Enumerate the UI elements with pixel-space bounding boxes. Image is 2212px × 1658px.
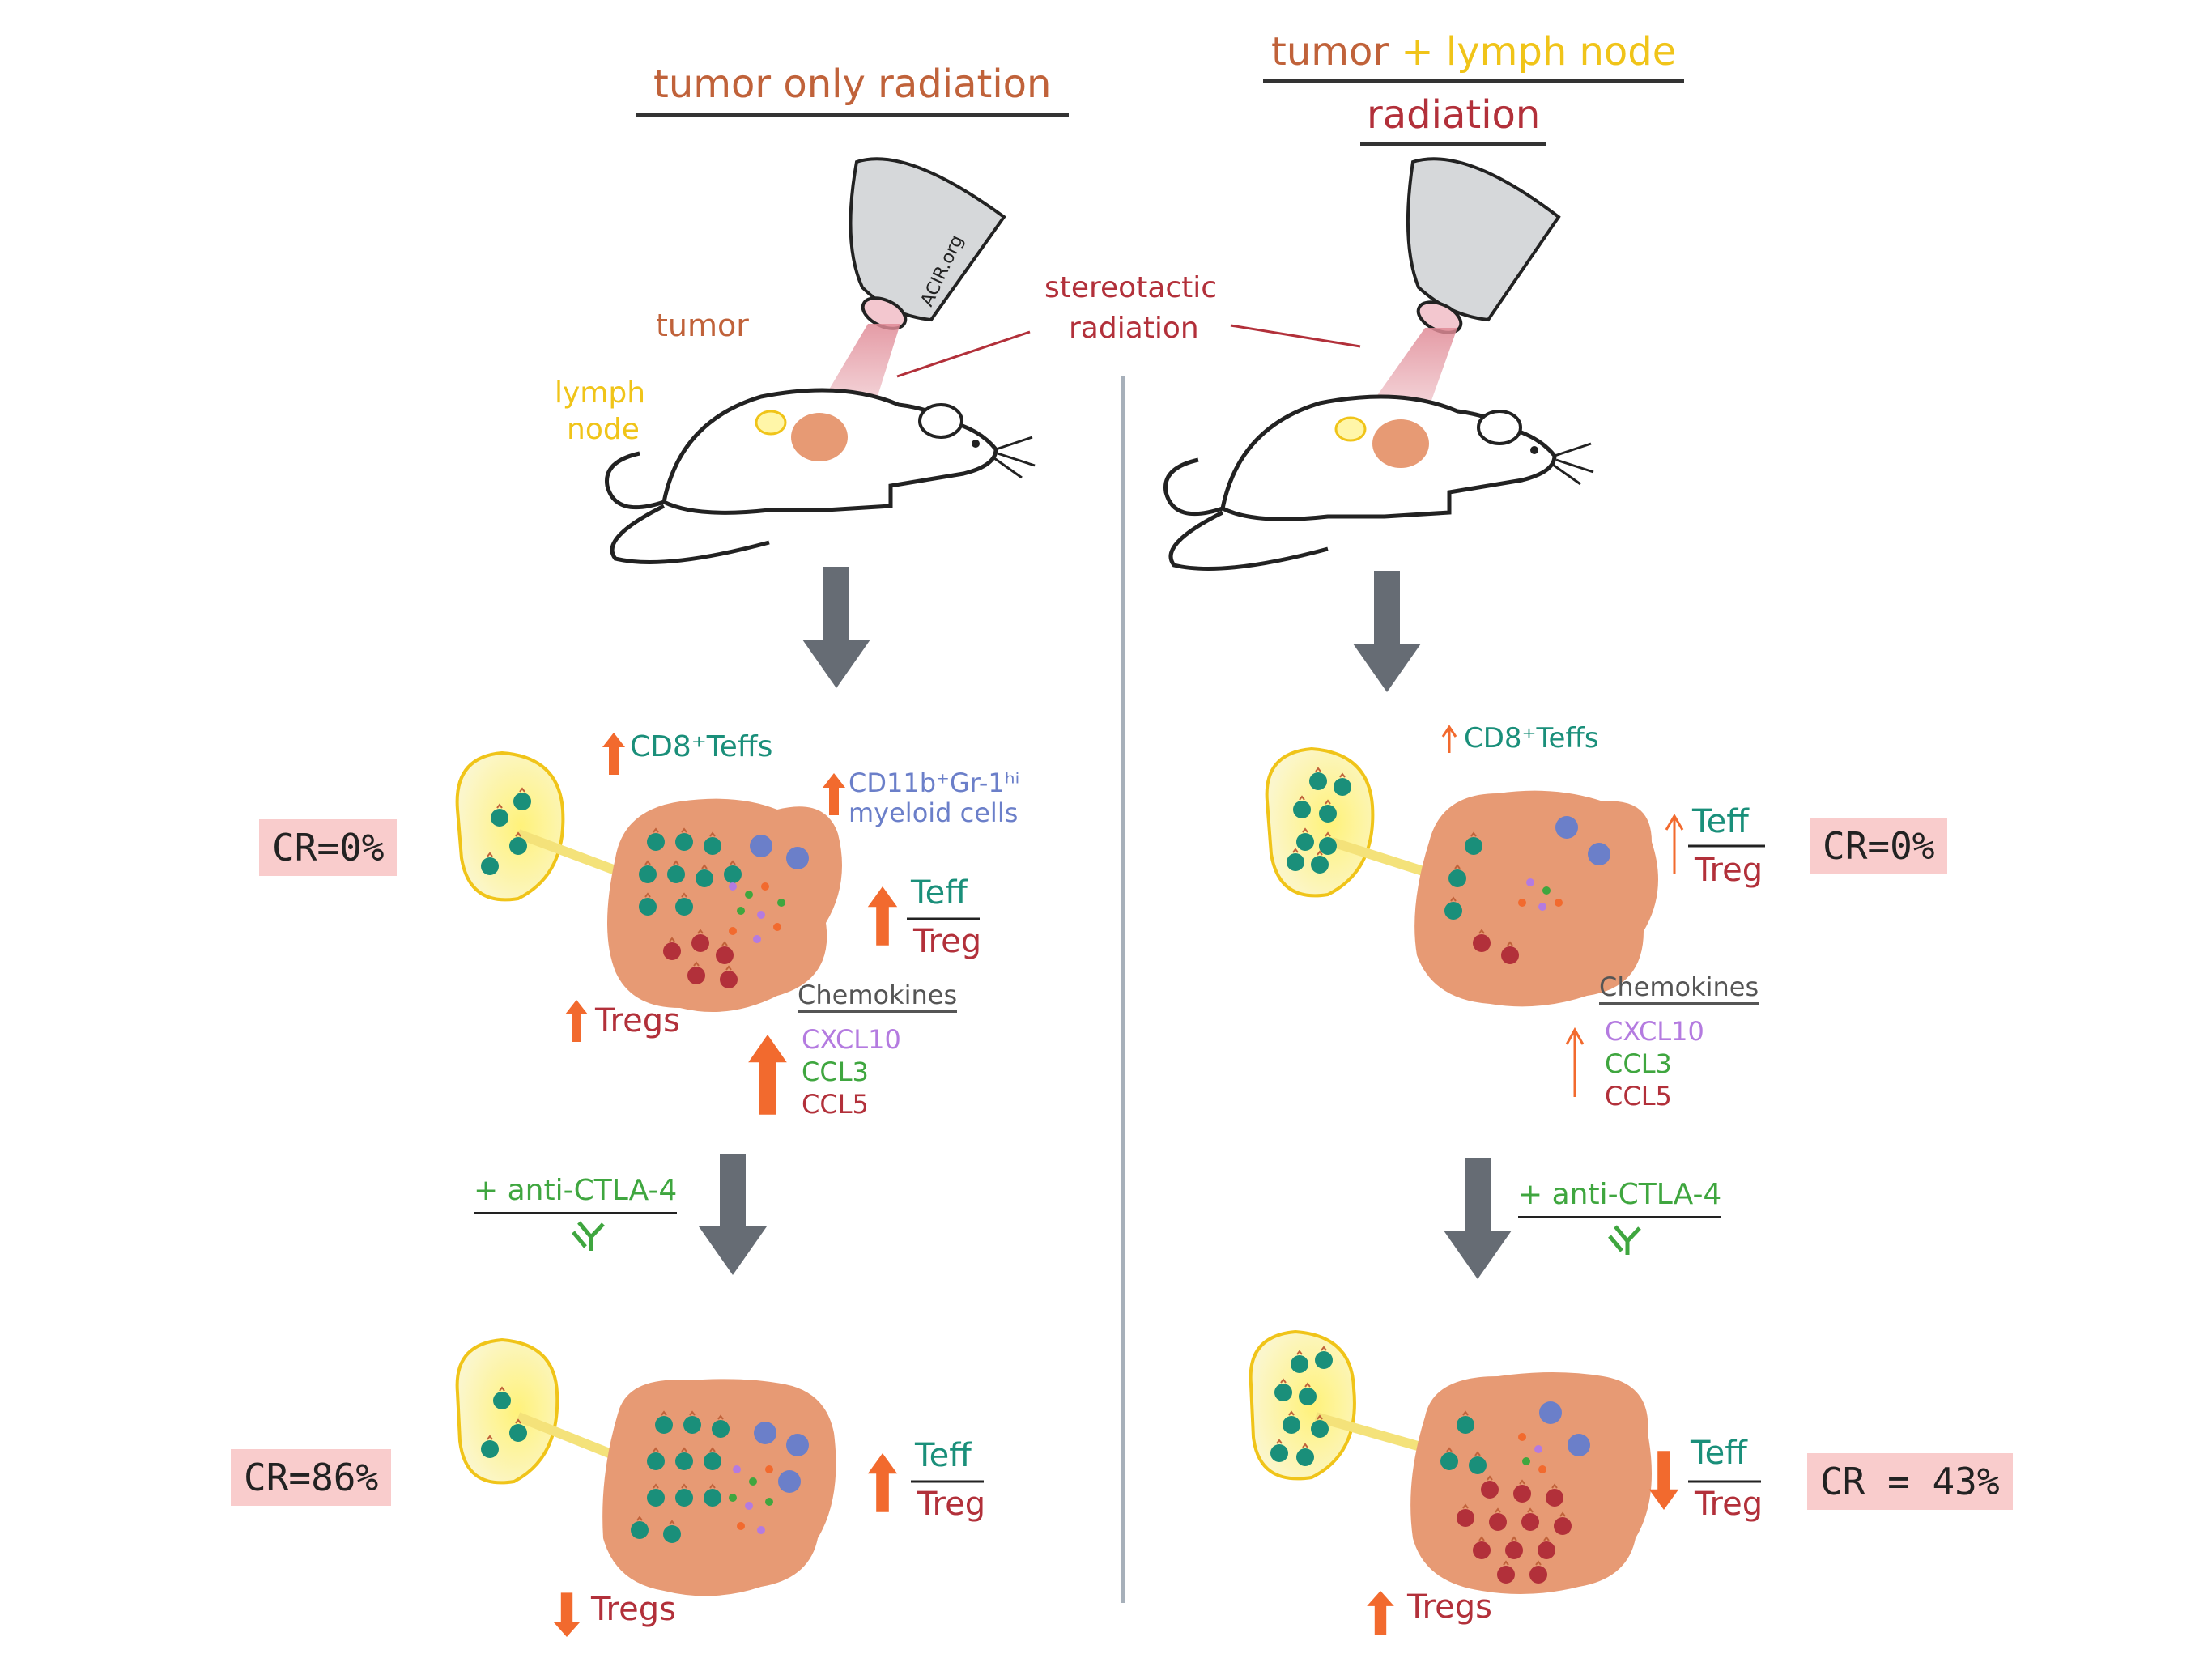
arrow-up-chemokines-left <box>748 1035 787 1115</box>
stereotactic-label-line1: stereotactic <box>1044 271 1218 304</box>
lymph-node-right-mid <box>1265 746 1435 898</box>
cr-badge-left-top: CR=0% <box>259 819 398 876</box>
antibody-icon-right <box>1608 1225 1641 1255</box>
stereotactic-label-line2: radiation <box>1069 312 1199 345</box>
mouse-right <box>1163 394 1594 571</box>
lymph-node-left-mid <box>455 750 618 902</box>
cr-badge-right-top: CR=0% <box>1810 818 1948 874</box>
arrow-up-tregs-right-bottom <box>1367 1591 1394 1635</box>
title-right-tumor: tumor <box>1271 29 1389 74</box>
myeloid-label-line2: myeloid cells <box>849 797 1019 828</box>
title-right-radiation: radiation <box>1367 92 1541 138</box>
arrow-up-tregs-left <box>565 1000 588 1042</box>
teff-right-mid: Teff <box>1692 803 1749 840</box>
title-right-line2: radiation <box>1360 96 1547 146</box>
tumor-left-bottom <box>602 1379 836 1596</box>
teff-right-bottom: Teff <box>1691 1435 1747 1472</box>
treg-left-mid: Treg <box>913 923 982 960</box>
chemokine-ccl3-right: CCL3 <box>1605 1048 1672 1079</box>
arrow-up-ratio-left <box>867 886 898 946</box>
myeloid-label-line1: CD11b⁺Gr-1ʰⁱ <box>849 767 1020 798</box>
chemokines-title-right: Chemokines <box>1599 971 1759 1005</box>
flow-arrow-left-1 <box>802 567 870 688</box>
chemokines-title-left: Chemokines <box>798 980 958 1013</box>
teff-left-mid: Teff <box>911 874 968 912</box>
treg-left-bottom: Treg <box>917 1486 986 1523</box>
chemokine-ccl3-left: CCL3 <box>802 1056 869 1087</box>
title-right: tumor + lymph node <box>1263 29 1685 83</box>
teff-left-bottom: Teff <box>915 1437 972 1474</box>
pointer-line-right <box>1230 324 1361 348</box>
mouse-left <box>605 388 1036 564</box>
cd8-teffs-left: CD8⁺Teffs <box>630 730 773 763</box>
tregs-left-mid: Tregs <box>595 1002 680 1039</box>
title-right-lymph-node: lymph node <box>1445 29 1677 74</box>
anti-ctla4-right: + anti-CTLA-4 <box>1518 1178 1722 1218</box>
lymph-node-right-bottom <box>1249 1329 1431 1481</box>
arrow-up-myeloid-left <box>823 773 845 815</box>
title-left: tumor only radiation <box>636 62 1070 117</box>
cells-right-bottom <box>1440 1401 1590 1584</box>
flow-arrow-left-2 <box>699 1154 767 1275</box>
cd8-teffs-right: CD8⁺Teffs <box>1464 722 1599 755</box>
radiation-device-right <box>1406 157 1561 334</box>
flow-arrow-right-2 <box>1444 1158 1512 1279</box>
lymph-node-label-line1: lymph <box>555 376 646 410</box>
pointer-line-left <box>896 330 1031 378</box>
radiation-device-left: ACIR.org <box>849 157 1006 330</box>
tumor-label: tumor <box>656 308 749 343</box>
lymph-node-label-line2: node <box>567 413 640 446</box>
antibody-icon-left <box>572 1221 605 1251</box>
arrow-down-ratio-right-bottom <box>1648 1451 1679 1510</box>
title-left-text: tumor only radiation <box>653 62 1052 107</box>
cr-badge-right-bottom: CR = 43% <box>1807 1453 2013 1510</box>
flow-arrow-right-1 <box>1353 571 1421 692</box>
tumor-right-bottom <box>1410 1372 1652 1594</box>
cells-left-bottom <box>630 1411 809 1544</box>
cells-right-mid <box>1444 816 1610 965</box>
title-right-plus: + <box>1401 29 1434 74</box>
treg-right-bottom: Treg <box>1695 1486 1763 1523</box>
arrow-up-cd8-left <box>602 733 625 775</box>
anti-ctla4-left: + anti-CTLA-4 <box>474 1174 678 1214</box>
tregs-right-bottom: Tregs <box>1407 1588 1492 1626</box>
tregs-left-bottom: Tregs <box>591 1591 676 1628</box>
chemokine-cxcl10-right: CXCL10 <box>1605 1016 1704 1047</box>
arrow-up-ratio-left-bottom <box>867 1453 898 1512</box>
cells-left-mid <box>638 828 809 989</box>
arrow-down-tregs-left-bottom <box>553 1592 581 1637</box>
treg-right-mid: Treg <box>1695 852 1763 889</box>
chemokine-ccl5-left: CCL5 <box>802 1089 869 1120</box>
cr-badge-left-bottom: CR=86% <box>231 1449 392 1506</box>
tumor-left-mid <box>607 798 842 1012</box>
chemokine-ccl5-right: CCL5 <box>1605 1081 1672 1112</box>
lymph-node-left-bottom <box>455 1337 622 1485</box>
chemokine-cxcl10-left: CXCL10 <box>802 1024 901 1055</box>
